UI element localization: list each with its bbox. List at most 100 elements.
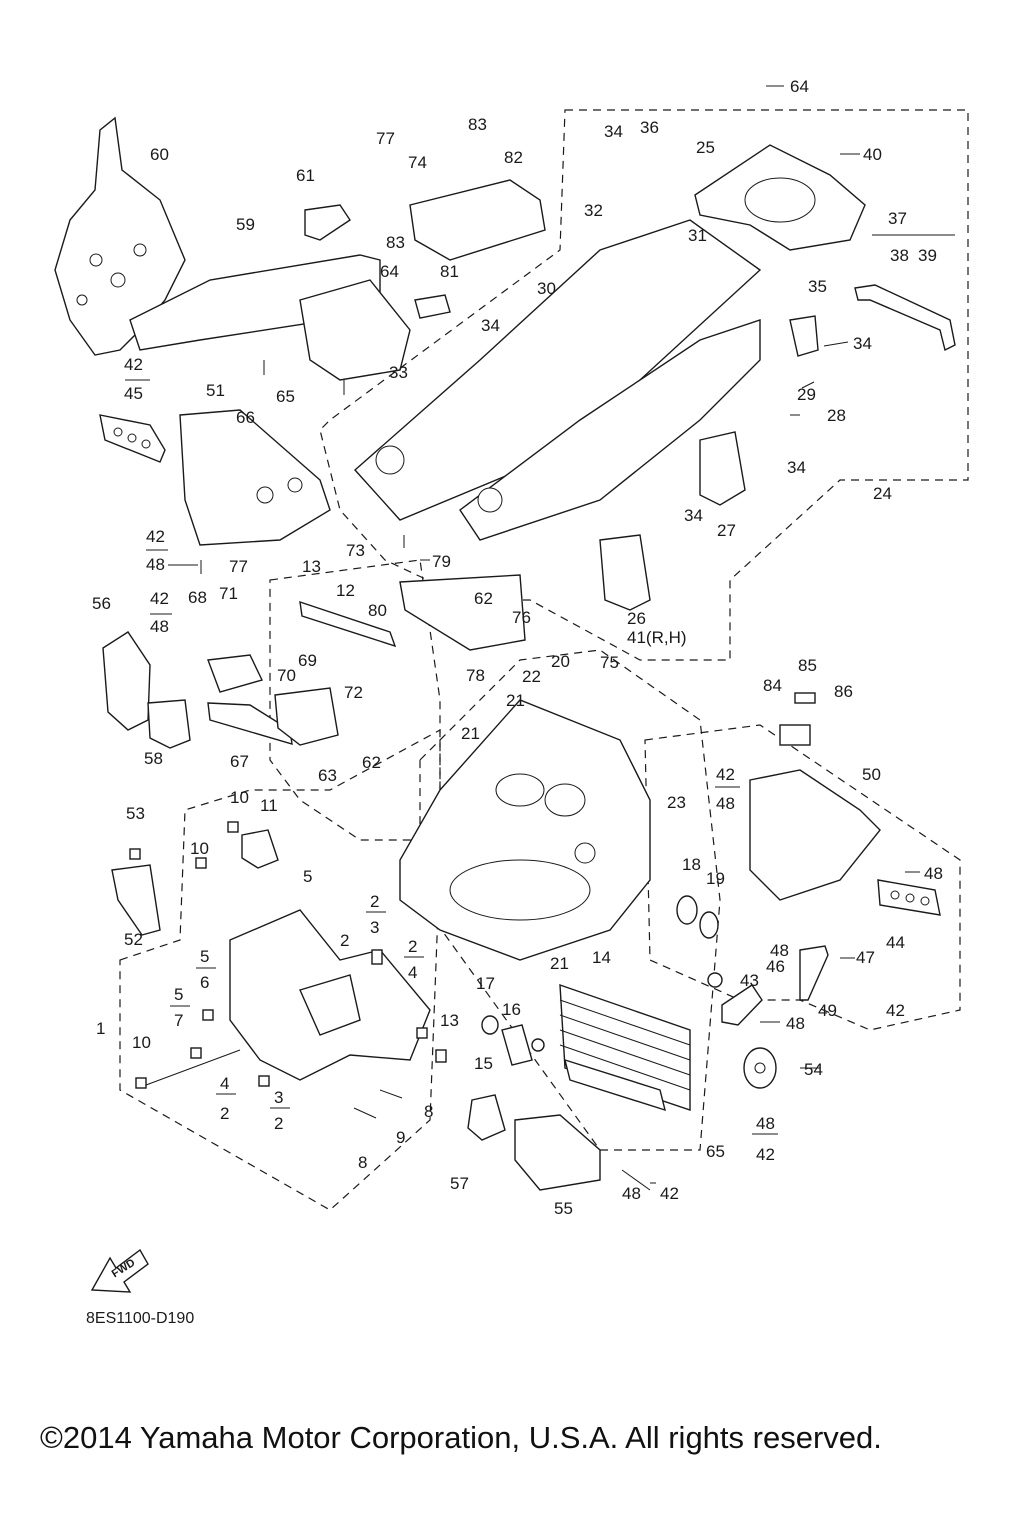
callout-71: 71 [219,584,238,603]
part-44-plate [877,879,941,916]
part-15-collar [501,1024,533,1066]
copyright-notice: ©2014 Yamaha Motor Corporation, U.S.A. A… [40,1420,882,1455]
callout-48d: 48 [924,864,943,883]
fasteners [129,360,447,1119]
callout-62a: 62 [474,589,493,608]
callout-9: 9 [396,1128,405,1147]
callout-79: 79 [432,552,451,571]
callout-3a: 3 [370,918,379,937]
callout-34d: 34 [787,458,806,477]
callout-86: 86 [834,682,853,701]
callout-22: 22 [522,667,541,686]
part-56-shield [102,631,151,731]
part-45-plate [99,414,166,463]
callout-26: 26 [627,609,646,628]
part-12-crossbar [299,600,397,648]
callout-30: 30 [537,279,556,298]
callout-77: 77 [376,129,395,148]
callout-1: 1 [96,1019,105,1038]
callout-7: 7 [174,1011,183,1030]
main-tunnel-frame [354,219,819,611]
callout-16: 16 [502,1000,521,1019]
callout-55: 55 [554,1199,573,1218]
callout-42g: 42 [660,1184,679,1203]
callout-4a: 4 [408,963,417,982]
callout-17: 17 [476,974,495,993]
callout-54: 54 [804,1060,823,1079]
part-50-bracket [749,692,881,901]
callout-10b: 10 [190,839,209,858]
part-51-bracket [179,409,331,546]
callout-39: 39 [918,246,937,265]
callout-42e: 42 [886,1001,905,1020]
callout-66: 66 [236,408,255,427]
callout-34e: 34 [684,506,703,525]
group-42-outline [644,724,961,1031]
callout-53: 53 [126,804,145,823]
callout-83b: 83 [386,233,405,252]
central-chassis [399,699,651,961]
callout-24: 24 [873,484,892,503]
callout-2a: 2 [370,892,379,911]
callout-21c: 21 [550,954,569,973]
fraction-bars [125,234,955,1184]
callout-45: 45 [124,384,143,403]
callout-67: 67 [230,752,249,771]
callout-8a: 8 [424,1102,433,1121]
callout-84: 84 [763,676,782,695]
callout-60: 60 [150,145,169,164]
callout-25: 25 [696,138,715,157]
part-52-bracket [111,864,161,936]
callout-48h: 48 [622,1184,641,1203]
callout-11: 11 [260,796,278,815]
callout-68: 68 [188,588,207,607]
callout-4b: 4 [220,1074,229,1093]
callout-48a: 48 [146,555,165,574]
callout-81: 81 [440,262,459,281]
callout-76: 76 [512,608,531,627]
callout-64b: 64 [380,262,399,281]
callout-labels: 64 60 77 83 74 82 34 36 25 40 61 59 32 3… [92,77,943,1218]
part-59-upper-tube [129,254,411,381]
callout-47: 47 [856,948,875,967]
callout-77b: 77 [229,557,248,576]
callout-27: 27 [717,521,736,540]
callout-70: 70 [277,666,296,685]
part-82-plate [409,179,546,319]
part-78-tray [399,574,526,651]
group-24-outline [319,109,969,661]
callout-34b: 34 [481,316,500,335]
callout-51: 51 [206,381,225,400]
callout-20: 20 [551,652,570,671]
callout-65b: 65 [706,1142,725,1161]
callout-2c: 2 [408,937,417,956]
part-37-rear-bar [854,284,956,352]
callout-44: 44 [886,933,905,952]
callout-83: 83 [468,115,487,134]
callout-46: 46 [766,957,785,976]
callout-57: 57 [450,1174,469,1193]
callout-19: 19 [706,869,725,888]
callout-37: 37 [888,209,907,228]
callout-75: 75 [600,653,619,672]
callout-32: 32 [584,201,603,220]
part-17-nut [481,1015,499,1035]
callout-43: 43 [740,971,759,990]
fwd-arrow-icon: FWD [90,1248,149,1293]
part-11-bracket [241,829,279,869]
group-14-outline [419,649,721,1151]
part-54-flange [743,1047,777,1089]
callout-15: 15 [474,1054,493,1073]
callout-74: 74 [408,153,427,172]
callout-18: 18 [682,855,701,874]
callout-6: 6 [200,973,209,992]
part-60-front-bracket [54,116,186,356]
part-18-bearing [676,895,698,925]
callout-49: 49 [818,1001,837,1020]
part-61-bracket [304,204,351,241]
callout-63: 63 [318,766,337,785]
diagram-code: 8ES1100-D190 [86,1310,194,1327]
callout-48c: 48 [716,794,735,813]
callout-10c: 10 [132,1033,151,1052]
callout-48g: 48 [756,1114,775,1133]
